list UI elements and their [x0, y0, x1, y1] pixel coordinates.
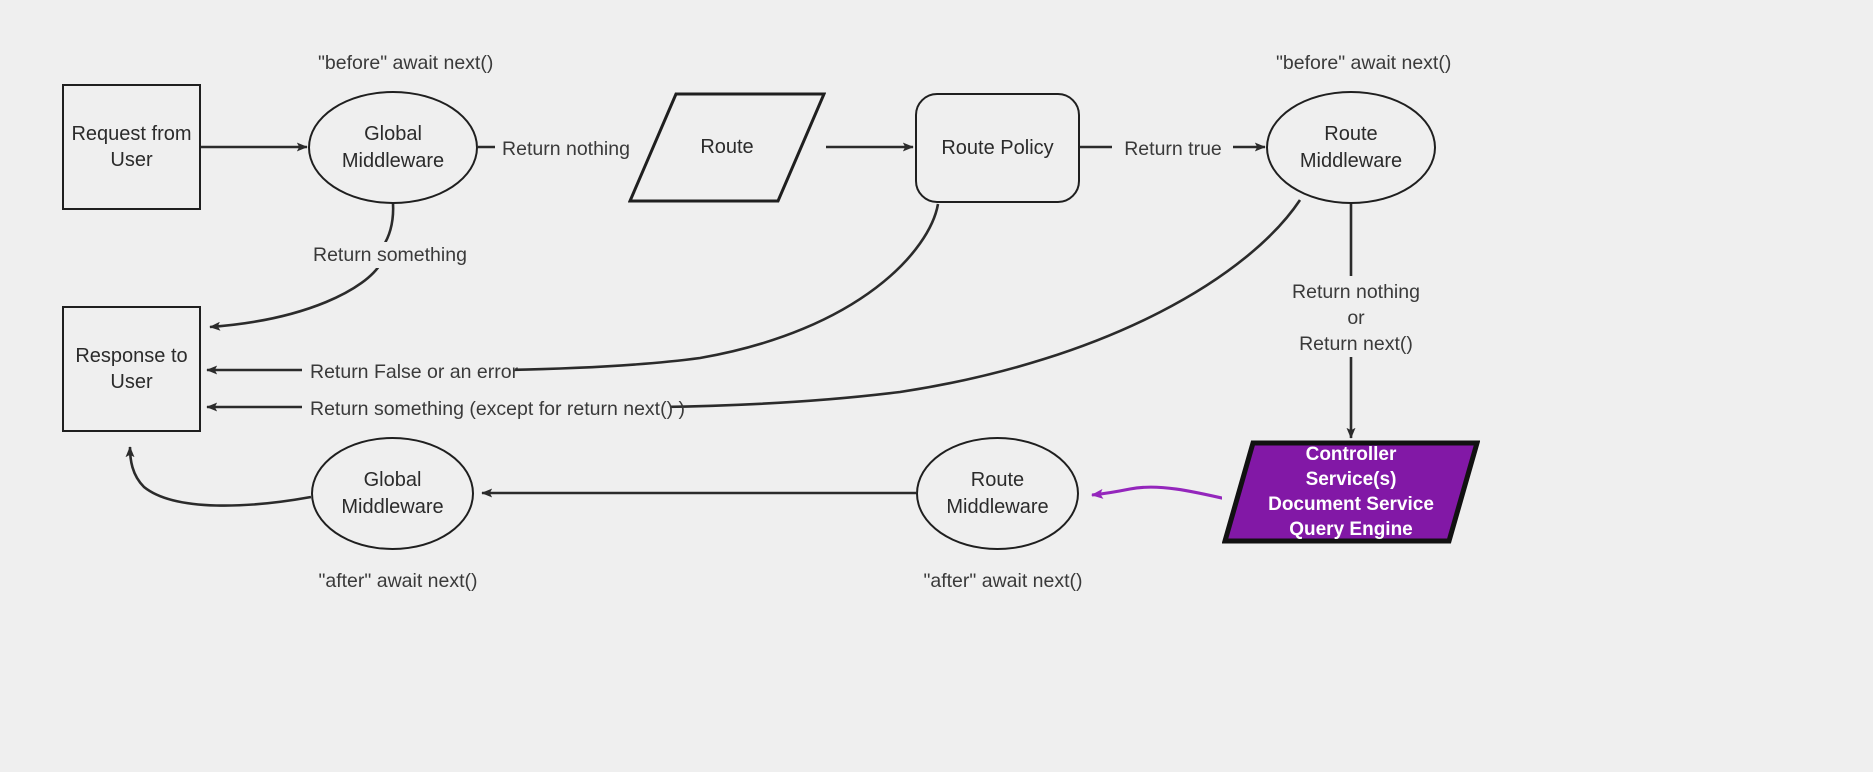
node-route[interactable]: Route: [628, 92, 826, 203]
edge-global-return-something-b: [209, 262, 383, 331]
edge-routemw-return-something: [658, 199, 1302, 409]
edge-label-return-nothing: Return nothing: [496, 136, 636, 163]
annotation-before-route-middleware: "before" await next(): [1276, 52, 1452, 74]
node-label: Route Middleware: [1299, 123, 1403, 172]
edge-label-return-false-or-error: Return False or an error: [305, 359, 518, 386]
node-route-middleware-top[interactable]: Route Middleware: [1266, 91, 1436, 204]
annotation-before-global: "before" await next(): [318, 52, 494, 74]
route-parallelogram-shape: [628, 92, 826, 203]
node-controller-services[interactable]: Controller Service(s) Document Service Q…: [1222, 440, 1480, 544]
node-label: Global Middleware: [341, 123, 445, 172]
annotation-after-route-middleware: "after" await next(): [923, 570, 1083, 592]
controller-parallelogram-shape: [1222, 440, 1480, 544]
node-label: Request from User: [71, 122, 192, 171]
node-label: Route: [700, 136, 754, 159]
node-route-policy[interactable]: Route Policy: [915, 93, 1080, 203]
edge-label-return-something: Return something: [308, 242, 470, 269]
node-request-from-user[interactable]: Request from User: [62, 84, 201, 210]
edge-global-return-something-a: [383, 202, 395, 244]
edge-globalmw-to-response: [125, 446, 312, 507]
node-route-middleware-bottom[interactable]: Route Middleware: [916, 437, 1079, 550]
node-label: Controller Service(s) Document Service Q…: [1268, 443, 1434, 541]
annotation-after-global: "after" await next(): [318, 570, 478, 592]
edge-policy-return-false: [502, 203, 940, 372]
edge-label-return-something-except: Return something (except for return next…: [305, 396, 685, 423]
node-global-middleware-top[interactable]: Global Middleware: [308, 91, 478, 204]
node-label: Route Middleware: [946, 469, 1049, 518]
node-global-middleware-bottom[interactable]: Global Middleware: [311, 437, 474, 550]
edge-label-return-nothing-or-next: Return nothing or Return next(): [1271, 279, 1441, 358]
node-label: Route Policy: [941, 136, 1054, 159]
node-label: Response to User: [75, 344, 188, 393]
node-label: Global Middleware: [341, 469, 444, 518]
edge-label-return-true: Return true: [1113, 136, 1233, 163]
edge-controller-to-routemw-purple: [1091, 485, 1254, 507]
node-response-to-user[interactable]: Response to User: [62, 306, 201, 432]
